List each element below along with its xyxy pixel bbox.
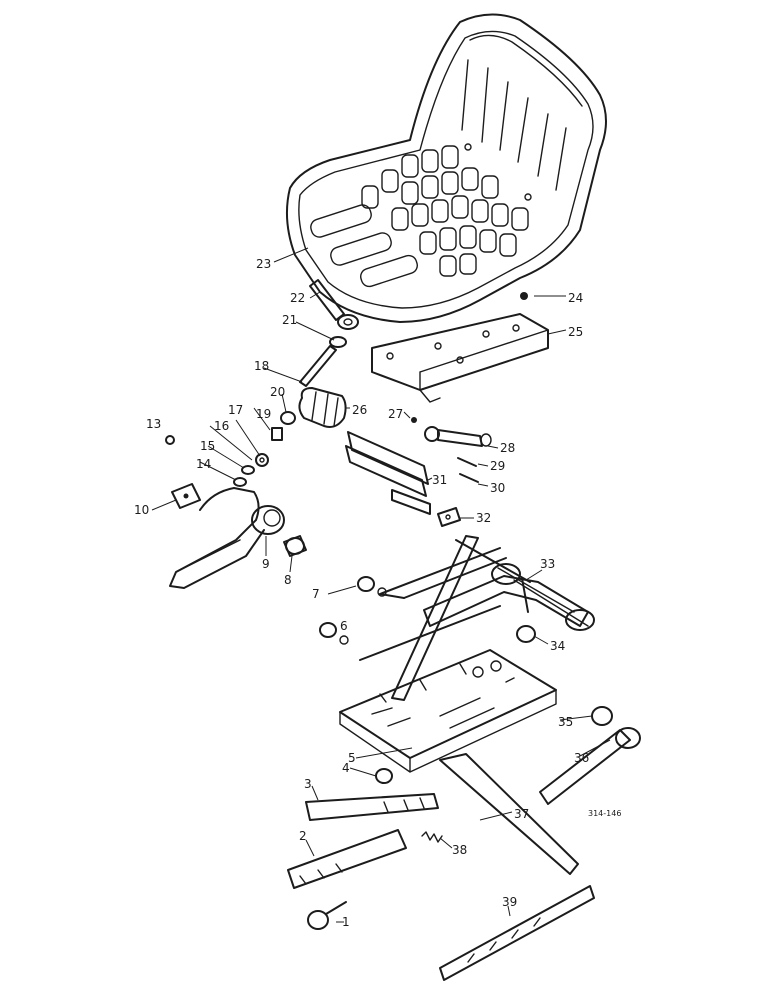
washer-part-21 bbox=[329, 336, 347, 348]
callout-7: 7 bbox=[312, 587, 320, 601]
callout-4: 4 bbox=[342, 761, 350, 775]
bush-part-17 bbox=[255, 453, 269, 467]
pin-part-29 bbox=[457, 457, 477, 467]
washer-part-14 bbox=[233, 477, 247, 487]
callout-14: 14 bbox=[196, 457, 211, 471]
scissor-linkage-part-33 bbox=[359, 535, 595, 701]
lower-plate-part-5 bbox=[339, 649, 557, 773]
callout-19: 19 bbox=[256, 407, 271, 421]
callout-34: 34 bbox=[550, 639, 565, 653]
bar-part-36 bbox=[539, 727, 641, 805]
callout-29: 29 bbox=[490, 459, 505, 473]
bush-part-20 bbox=[280, 411, 296, 425]
drawing-reference-code: 314-146 bbox=[588, 809, 621, 818]
callout-17: 17 bbox=[228, 403, 243, 417]
callout-27: 27 bbox=[388, 407, 403, 421]
callout-23: 23 bbox=[256, 257, 271, 271]
callout-22: 22 bbox=[290, 291, 305, 305]
rail-part-37 bbox=[439, 753, 579, 875]
callout-5: 5 bbox=[348, 751, 356, 765]
bush-part-34 bbox=[516, 625, 536, 643]
callout-20: 20 bbox=[270, 385, 285, 399]
callout-labels: 1 2 3 4 5 6 7 8 9 10 13 14 15 16 17 18 1… bbox=[134, 257, 621, 929]
callout-38: 38 bbox=[452, 843, 467, 857]
seat-pan bbox=[286, 13, 607, 323]
callout-8: 8 bbox=[284, 573, 292, 587]
callout-15: 15 bbox=[200, 439, 215, 453]
callout-37: 37 bbox=[514, 807, 529, 821]
callout-9: 9 bbox=[262, 557, 270, 571]
callout-21: 21 bbox=[282, 313, 297, 327]
callout-2: 2 bbox=[299, 829, 307, 843]
callout-33: 33 bbox=[540, 557, 555, 571]
callout-24: 24 bbox=[568, 291, 583, 305]
callout-31: 31 bbox=[432, 473, 447, 487]
rail-part-39 bbox=[439, 885, 595, 981]
knob-part-1 bbox=[307, 901, 347, 930]
callout-13: 13 bbox=[146, 417, 161, 431]
rail-bracket-part-3 bbox=[305, 793, 439, 821]
adjuster-knob-part-26 bbox=[298, 387, 347, 428]
bracket-part-10 bbox=[171, 483, 201, 509]
leader-lines bbox=[151, 247, 611, 923]
seat-cushion-pads bbox=[310, 143, 532, 288]
bush-part-6 bbox=[319, 622, 349, 645]
bush-part-7 bbox=[357, 576, 387, 597]
bush-part-19 bbox=[271, 427, 283, 441]
callout-10: 10 bbox=[134, 503, 149, 517]
callout-32: 32 bbox=[476, 511, 491, 525]
callout-3: 3 bbox=[304, 777, 312, 791]
shaft-part-18 bbox=[299, 345, 337, 387]
rubber-block-part-31 bbox=[345, 431, 431, 515]
callout-35: 35 bbox=[558, 715, 573, 729]
callout-16: 16 bbox=[214, 419, 229, 433]
screw-part-27 bbox=[411, 417, 417, 423]
callout-30: 30 bbox=[490, 481, 505, 495]
damper-part-28 bbox=[424, 426, 492, 447]
handle-part-22 bbox=[309, 279, 359, 330]
spring-part-38 bbox=[421, 831, 443, 843]
callout-36: 36 bbox=[574, 751, 589, 765]
clip-part-32 bbox=[437, 507, 461, 527]
callout-6: 6 bbox=[340, 619, 348, 633]
lever-arm-part-9 bbox=[169, 487, 285, 589]
rail-bracket-part-2 bbox=[287, 829, 407, 889]
washer-part-15 bbox=[241, 465, 255, 475]
callout-28: 28 bbox=[500, 441, 515, 455]
nut-part-13 bbox=[165, 435, 175, 445]
bolt-part-24 bbox=[520, 292, 528, 300]
callout-39: 39 bbox=[502, 895, 517, 909]
callout-1: 1 bbox=[342, 915, 350, 929]
callout-25: 25 bbox=[568, 325, 583, 339]
bush-part-4 bbox=[375, 768, 393, 784]
bush-part-35 bbox=[591, 706, 613, 726]
seat-mount-plate bbox=[371, 313, 549, 403]
pin-part-30 bbox=[459, 473, 479, 483]
callout-26: 26 bbox=[352, 403, 367, 417]
callout-18: 18 bbox=[254, 359, 269, 373]
bush-part-8 bbox=[283, 535, 307, 557]
